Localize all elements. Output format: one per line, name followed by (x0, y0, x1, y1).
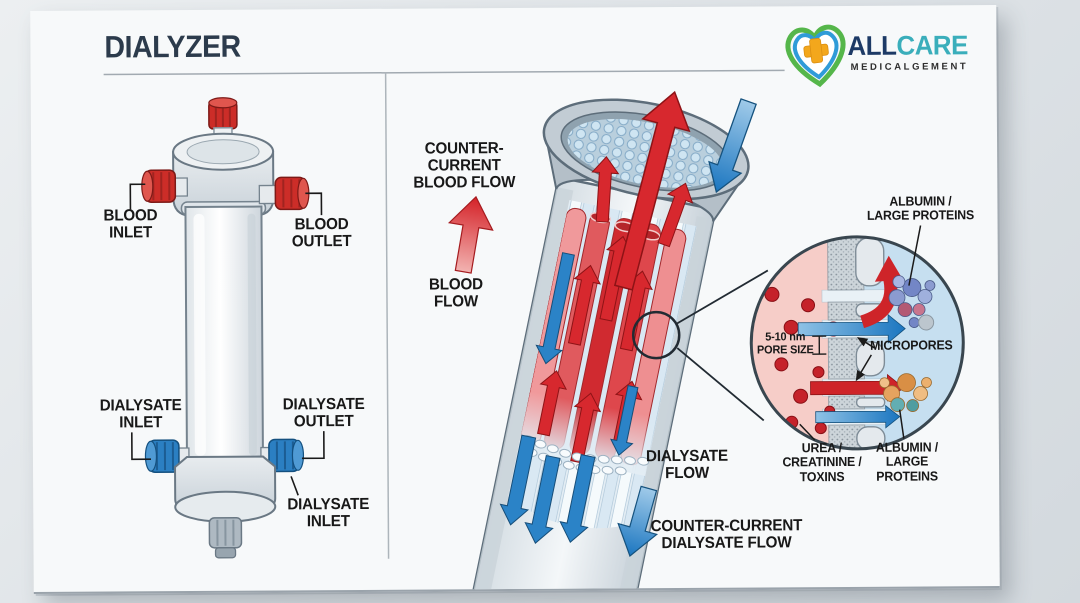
membrane-stippled-column (827, 236, 866, 450)
membrane-inset-illustration (749, 225, 965, 451)
dialysate-inlet-port-left (144, 439, 190, 473)
device-main-body (184, 205, 264, 464)
label-albumin-large-proteins-bottom: ALBUMIN / LARGE PROTEINS (875, 439, 938, 484)
dialysate-flow-annotation-arrow (617, 485, 659, 557)
device-leader-lines (129, 183, 325, 496)
allcare-logo-icon (785, 24, 846, 88)
page-title: DIALYZER (104, 28, 241, 65)
diagram-stage: DIALYZER ALLCARE MEDICALGEMENT BLOOD INL… (30, 5, 1000, 594)
logo-wordmark: ALLCARE (847, 30, 968, 62)
device-bottom-housing (174, 455, 277, 559)
blood-flow-annotation-arrow (447, 195, 494, 274)
label-dialysate-inlet-bottom: DIALYSATE INLET (287, 495, 370, 531)
pore-size-dimension (812, 335, 827, 355)
label-albumin-large-proteins-top: ALBUMIN / LARGE PROTEINS (866, 193, 975, 224)
label-pore-size: 5-10 nm PORE SIZE (756, 331, 814, 357)
label-blood-inlet: BLOOD INLET (103, 207, 158, 242)
divider-lines (103, 69, 785, 559)
label-blood-outlet: BLOOD OUTLET (291, 216, 352, 251)
medical-cross-icon (803, 38, 829, 64)
device-top-housing (172, 132, 275, 217)
diagram-artwork (103, 24, 965, 594)
blood-exit-arrows (591, 90, 694, 291)
blood-outlet-port (258, 176, 310, 211)
dialysate-flow-arrows (499, 252, 639, 544)
logo-brand-part1: ALL (847, 30, 897, 61)
blood-inlet-port (141, 169, 189, 203)
logo-brand-part2: CARE (896, 30, 969, 61)
label-dialysate-outlet: DIALYSATE OUTLET (282, 395, 365, 431)
dialyzer-device-illustration (129, 97, 325, 559)
magnifier-circle (631, 269, 769, 422)
label-dialysate-inlet-left: DIALYSATE INLET (99, 397, 182, 432)
albumin-protein-clump-bottom (879, 373, 932, 413)
poster-card: DIALYZER ALLCARE MEDICALGEMENT BLOOD INL… (30, 5, 1000, 594)
logo-tagline: MEDICALGEMENT (850, 61, 969, 73)
label-counter-current-blood-flow: COUNTER- CURRENT BLOOD FLOW (413, 140, 516, 192)
albumin-protein-clump-top (888, 275, 936, 328)
dialysate-cross-arrow (815, 404, 901, 429)
label-blood-flow: BLOOD FLOW (428, 276, 483, 311)
label-urea-creatinine-toxins: UREA / CREATININE / TOXINS (782, 440, 862, 484)
main-blood-exit-arrow (613, 90, 691, 291)
small-molecule-sphere (918, 314, 935, 331)
label-micropores: MICROPORES (869, 337, 953, 353)
membrane-pill-column (855, 237, 886, 450)
label-dialysate-flow: DIALYSATE FLOW (645, 447, 728, 483)
inset-leader-lines (799, 225, 922, 441)
label-counter-current-dialysate-flow: COUNTER-CURRENT DIALYSATE FLOW (650, 517, 803, 553)
albumin-reject-arrow (859, 255, 903, 329)
dialysate-enter-arrow (708, 98, 757, 194)
